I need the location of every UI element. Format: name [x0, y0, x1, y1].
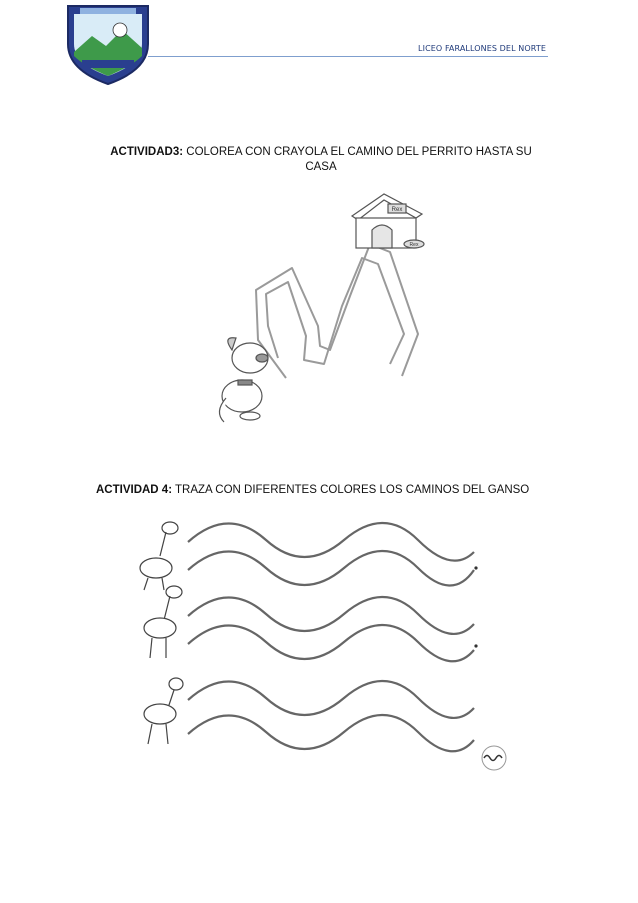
goose-wavy-paths-illustration [139, 521, 507, 771]
activity-3-label: ACTIVIDAD3: [110, 146, 184, 158]
dog-path-maze-illustration: Rex Rex [218, 193, 425, 423]
activity-4-text: TRAZA CON DIFERENTES COLORES LOS CAMINOS… [175, 484, 530, 496]
activity-4-instruction: ACTIVIDAD 4: TRAZA CON DIFERENTES COLORE… [96, 483, 546, 498]
dog-icon [218, 337, 269, 423]
activity-3-instruction: ACTIVIDAD3: COLOREA CON CRAYOLA EL CAMIN… [96, 145, 546, 175]
header-divider [148, 56, 548, 57]
dog-bowl-label: Rex [410, 242, 419, 248]
wave-badge-icon [481, 745, 507, 771]
school-logo [67, 5, 149, 86]
goose-icon [143, 677, 184, 745]
doghouse-icon [350, 193, 425, 249]
goose-icon [139, 521, 179, 591]
activity-3-text: COLOREA CON CRAYOLA EL CAMINO DEL PERRIT… [186, 146, 532, 173]
goose-icon [143, 585, 183, 659]
activity-4-label: ACTIVIDAD 4: [96, 484, 173, 496]
doghouse-sign: Rex [392, 207, 403, 213]
school-name: LICEO FARALLONES DEL NORTE [418, 44, 546, 53]
